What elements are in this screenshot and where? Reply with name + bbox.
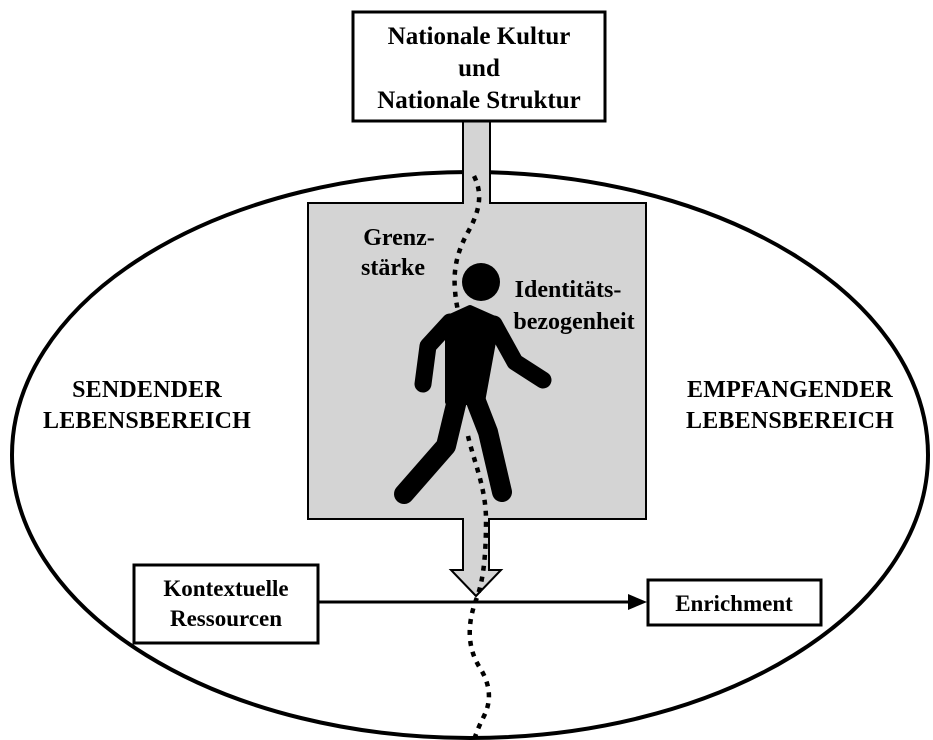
enrichment-box (646, 578, 823, 627)
contextual-resources-box (132, 563, 320, 645)
enrichment-arrow-head (628, 594, 647, 610)
influence-arrow-upper-shaft (462, 120, 491, 205)
sending-domain-line2: LEBENSBEREICH (43, 408, 251, 434)
boundary-strength-line1: Grenz- (363, 225, 435, 251)
identity-salience-line2: bezogenheit (513, 309, 634, 335)
walking-person-icon (394, 263, 552, 504)
national-culture-line2: und (458, 55, 500, 82)
shaft-seam (464, 200, 489, 206)
receiving-domain-line1: EMPFANGENDER (687, 377, 893, 403)
influence-arrow-lower (448, 518, 504, 598)
national-culture-line3: Nationale Struktur (377, 87, 580, 114)
national-culture-box (351, 10, 607, 123)
identity-salience-line1: Identitäts- (515, 277, 622, 303)
receiving-domain-line2: LEBENSBEREICH (686, 408, 894, 434)
contextual-resources-line1: Kontextuelle (163, 576, 288, 601)
sending-domain-line1: SENDENDER (72, 377, 222, 403)
enrichment-label: Enrichment (675, 591, 793, 616)
boundary-strength-line2: stärke (361, 255, 425, 281)
contextual-resources-line2: Ressourcen (170, 606, 282, 631)
boundary-dotted-line (452, 174, 492, 740)
lower-seam (464, 515, 488, 521)
national-culture-line1: Nationale Kultur (388, 23, 571, 50)
